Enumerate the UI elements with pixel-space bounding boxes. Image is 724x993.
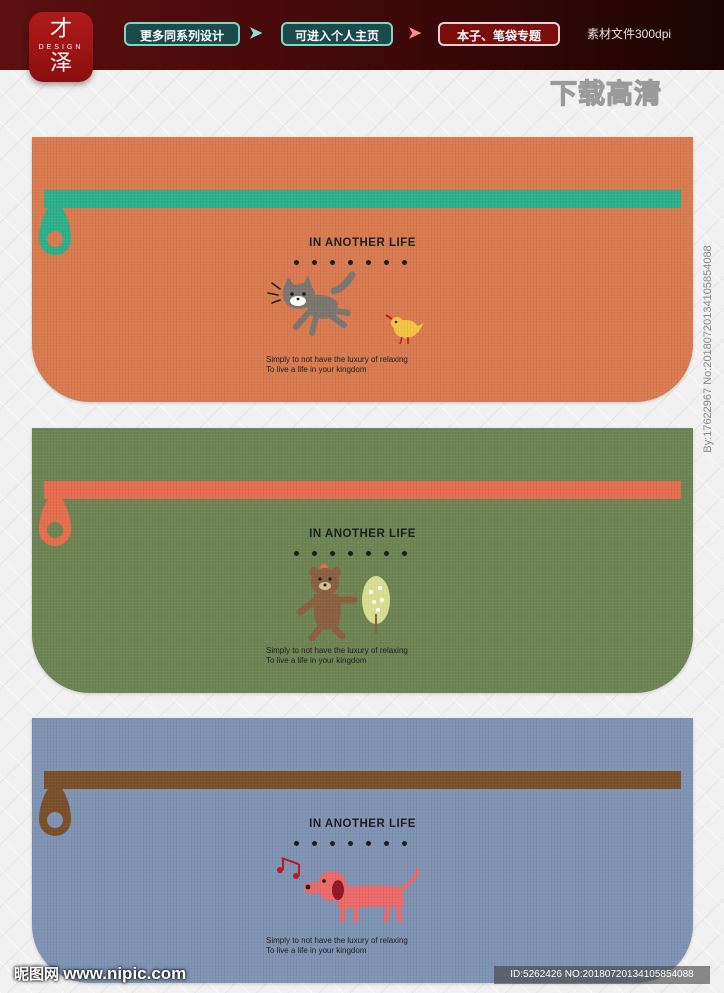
logo-text-middle: DESIGN [38, 44, 84, 51]
tagline-line-2: To live a life in your kingdom [266, 365, 367, 374]
zipper-pull-icon[interactable] [37, 197, 73, 259]
case-tagline: Simply to not have the luxury of relaxin… [266, 936, 408, 956]
zipper-strip [44, 190, 681, 208]
zipper-pull-icon[interactable] [37, 778, 73, 840]
logo-text-bottom: 泽 [49, 51, 72, 76]
dpi-label: 素材文件300dpi [587, 27, 672, 41]
homepage-button[interactable]: 可进入个人主页 [281, 22, 393, 46]
pencil-case-blue: IN ANOTHER LIFE Simply to not have the l… [32, 718, 693, 983]
arrow-icon: ➤ [408, 25, 422, 42]
case-tagline: Simply to not have the luxury of relaxin… [266, 355, 408, 375]
case-title: IN ANOTHER LIFE [309, 237, 416, 249]
zipper-strip [44, 771, 681, 789]
dot-row [294, 550, 410, 558]
case-title: IN ANOTHER LIFE [309, 528, 416, 540]
site-watermark[interactable]: 昵图网 www.nipic.com [14, 964, 186, 985]
designer-logo[interactable]: 才 DESIGN 泽 [29, 12, 93, 82]
pencil-case-green: IN ANOTHER LIFE Simply to not have the l… [32, 428, 693, 693]
zipper-strip [44, 481, 681, 499]
arrow-icon: ➤ [249, 25, 263, 42]
tagline-line-1: Simply to not have the luxury of relaxin… [266, 936, 408, 945]
tagline-line-2: To live a life in your kingdom [266, 946, 367, 955]
case-tagline: Simply to not have the luxury of relaxin… [266, 646, 408, 666]
tagline-line-2: To live a life in your kingdom [266, 656, 367, 665]
logo-text-top: 才 [49, 17, 72, 42]
header-banner: 更多同系列设计 ➤ 可进入个人主页 ➤ 本子、笔袋专题 素材文件300dpi [0, 0, 724, 70]
case-title: IN ANOTHER LIFE [309, 818, 416, 830]
dot-row [294, 840, 410, 848]
dog-icon [277, 856, 420, 923]
download-hd-label[interactable]: 下载高清 [549, 78, 662, 109]
zipper-pull-icon[interactable] [37, 488, 73, 550]
bear-icon [296, 564, 390, 642]
cat-icon [267, 271, 424, 345]
vertical-id-text: By:17622967 No:20180720134105854088 [702, 245, 714, 453]
tagline-line-1: Simply to not have the luxury of relaxin… [266, 646, 408, 655]
dot-row [294, 259, 410, 267]
notebook-topic-button[interactable]: 本子、笔袋专题 [438, 22, 560, 46]
image-id-label: ID:5262426 NO:20180720134105854088 [494, 966, 710, 984]
site-logo-text: 昵图网 [14, 966, 60, 983]
pencil-case-orange: IN ANOTHER LIFE Simply to not have the l… [32, 137, 693, 402]
tagline-line-1: Simply to not have the luxury of relaxin… [266, 355, 408, 364]
site-domain-text: www.nipic.com [63, 964, 187, 983]
more-series-button[interactable]: 更多同系列设计 [124, 22, 240, 46]
